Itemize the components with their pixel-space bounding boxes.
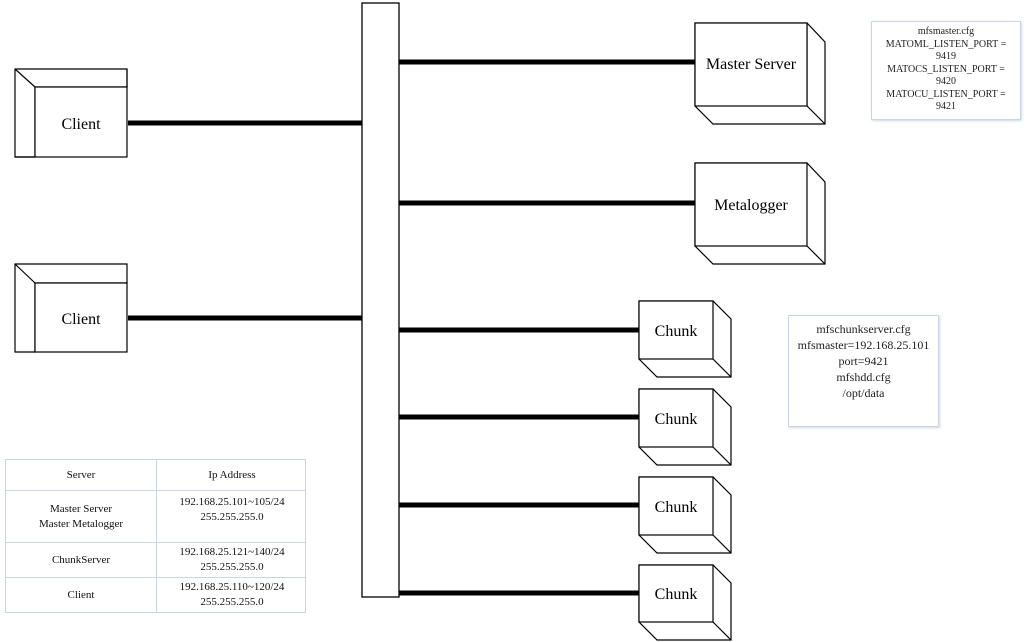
metalogger-node: Metalogger <box>694 162 826 265</box>
metalogger-label: Metalogger <box>714 197 788 214</box>
note-line: /opt/data <box>842 386 885 400</box>
table-row: ChunkServer 192.168.25.121~140/24 255.25… <box>6 543 305 578</box>
chunk-node-3: Chunk <box>638 476 732 554</box>
note-line: 9420 <box>936 76 956 87</box>
note-line: MATOML_LISTEN_PORT = <box>885 38 1007 50</box>
ip-address-table: Server Ip Address Master Server Master M… <box>5 459 306 613</box>
client-node-2: Client <box>14 263 128 353</box>
note-line: 9421 <box>936 101 956 112</box>
server-name: Master Server <box>49 502 112 515</box>
ip-range: 192.168.25.110~120/24 <box>179 581 285 593</box>
note-line: mfsmaster.cfg <box>917 26 975 37</box>
ip-range: 192.168.25.101~105/24 <box>179 496 285 508</box>
table-row: Master Server Master Metalogger 192.168.… <box>6 491 305 543</box>
chunk-label: Chunk <box>655 411 698 428</box>
note-line: mfshdd.cfg <box>836 370 891 384</box>
chunk-label: Chunk <box>655 499 698 516</box>
note-line: MATOCU_LISTEN_PORT = <box>886 88 1006 100</box>
master-server-label: Master Server <box>706 56 797 73</box>
header-server: Server <box>66 468 96 481</box>
chunk-label: Chunk <box>655 586 698 603</box>
server-name: Master Metalogger <box>39 517 123 530</box>
chunkserver-config-note: mfschunkserver.cfg mfsmaster=192.168.25.… <box>788 315 939 427</box>
netmask: 255.255.255.0 <box>200 511 264 523</box>
client-label: Client <box>61 311 101 328</box>
note-line: mfschunkserver.cfg <box>816 322 911 336</box>
header-ip: Ip Address <box>208 468 256 481</box>
note-line: port=9421 <box>838 354 889 368</box>
note-line: 9419 <box>936 51 956 62</box>
chunk-node-2: Chunk <box>638 388 732 466</box>
note-line: MATOCS_LISTEN_PORT = <box>887 63 1005 75</box>
netmask: 255.255.255.0 <box>200 561 264 573</box>
table-row: Client 192.168.25.110~120/24 255.255.255… <box>6 578 305 612</box>
master-config-note: mfsmaster.cfg MATOML_LISTEN_PORT = 9419 … <box>871 21 1021 120</box>
master-server-node: Master Server <box>694 22 826 125</box>
note-line: mfsmaster=192.168.25.101 <box>797 338 930 352</box>
chunk-node-4: Chunk <box>638 564 732 641</box>
chunk-label: Chunk <box>655 323 698 340</box>
chunk-node-1: Chunk <box>638 300 732 378</box>
client-label: Client <box>61 116 101 133</box>
server-name: ChunkServer <box>51 553 111 566</box>
server-name: Client <box>67 588 95 601</box>
ip-range: 192.168.25.121~140/24 <box>179 546 285 558</box>
connection-lines <box>128 59 695 596</box>
network-bus <box>361 2 400 598</box>
table-header-row: Server Ip Address <box>6 460 305 491</box>
netmask: 255.255.255.0 <box>200 596 264 608</box>
client-node-1: Client <box>14 68 128 158</box>
